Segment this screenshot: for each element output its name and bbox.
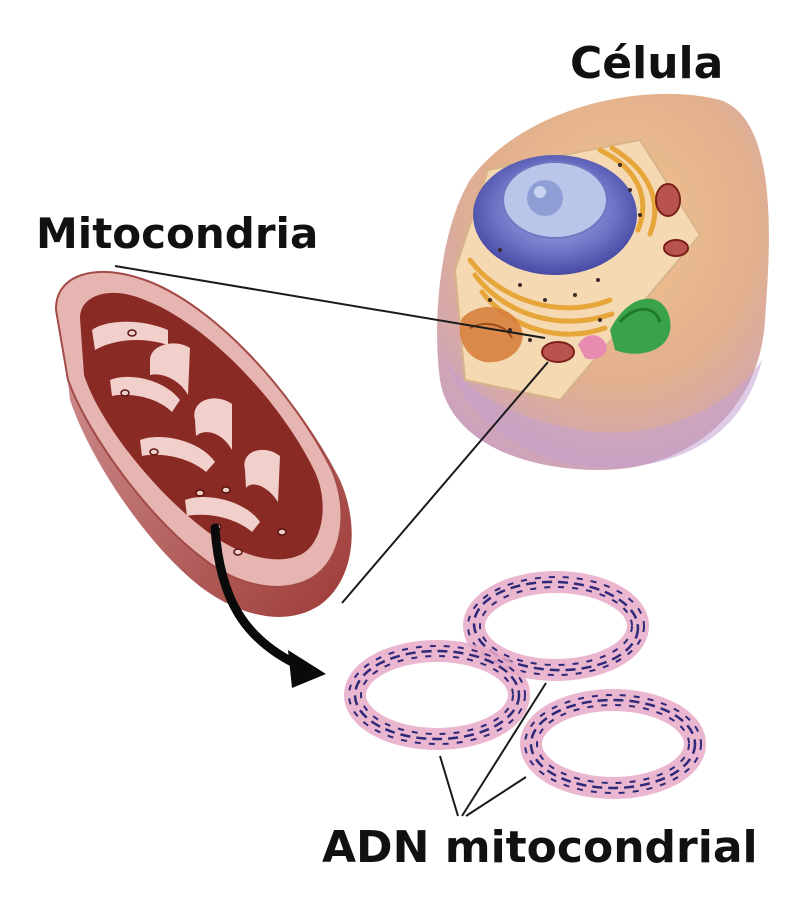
zoom-line bbox=[341, 361, 549, 604]
endoplasmic-reticulum bbox=[467, 145, 658, 337]
mito-pointer-line bbox=[114, 265, 546, 339]
dna-ring-top bbox=[463, 571, 649, 681]
mitochondrion-label: Mitocondria bbox=[36, 209, 319, 258]
mitochondrion bbox=[54, 271, 352, 617]
cell-mitochondrion bbox=[541, 183, 689, 363]
pointer-lines bbox=[114, 265, 549, 817]
curved-arrow bbox=[210, 523, 326, 688]
dna-pointer-line-2 bbox=[461, 682, 547, 817]
cristae bbox=[92, 321, 280, 532]
lysosome bbox=[578, 335, 607, 360]
cell-lower-shadow bbox=[445, 360, 762, 468]
cell-label: Célula bbox=[570, 38, 724, 89]
green-organelle bbox=[610, 298, 671, 354]
cell bbox=[437, 93, 769, 470]
dna-pointer-line-1 bbox=[439, 755, 459, 817]
nucleus bbox=[473, 155, 637, 275]
dna-pointer-line-3 bbox=[465, 776, 527, 817]
dna-ring-right bbox=[520, 689, 706, 799]
dna-ring-left bbox=[344, 640, 530, 750]
mtdna-label: ADN mitocondrial bbox=[322, 822, 758, 873]
